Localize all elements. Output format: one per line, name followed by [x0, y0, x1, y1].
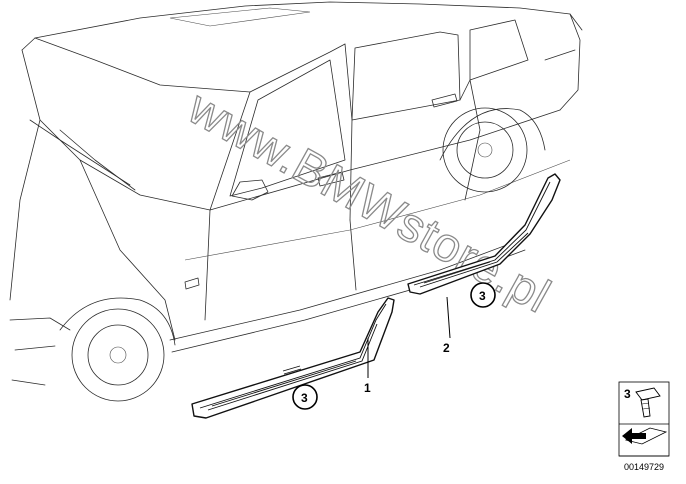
- clip-icon: [635, 387, 661, 418]
- callout-part-3-front-label: 3: [301, 391, 308, 405]
- car-outline: [9, 1, 583, 402]
- callout-part-3-rear: 3: [470, 282, 496, 308]
- reference-number: 00149729: [624, 462, 664, 472]
- callout-part-3-rear-label: 3: [479, 289, 486, 303]
- legend-part-3-label: 3: [624, 387, 631, 401]
- rear-sill-strip: [407, 173, 561, 295]
- legend-box: 3: [618, 381, 670, 457]
- callout-part-3-front: 3: [292, 384, 318, 410]
- assembly-arrow-icon: [622, 427, 668, 445]
- callout-part-2: 2: [443, 341, 450, 355]
- callout-part-1: 1: [364, 381, 371, 395]
